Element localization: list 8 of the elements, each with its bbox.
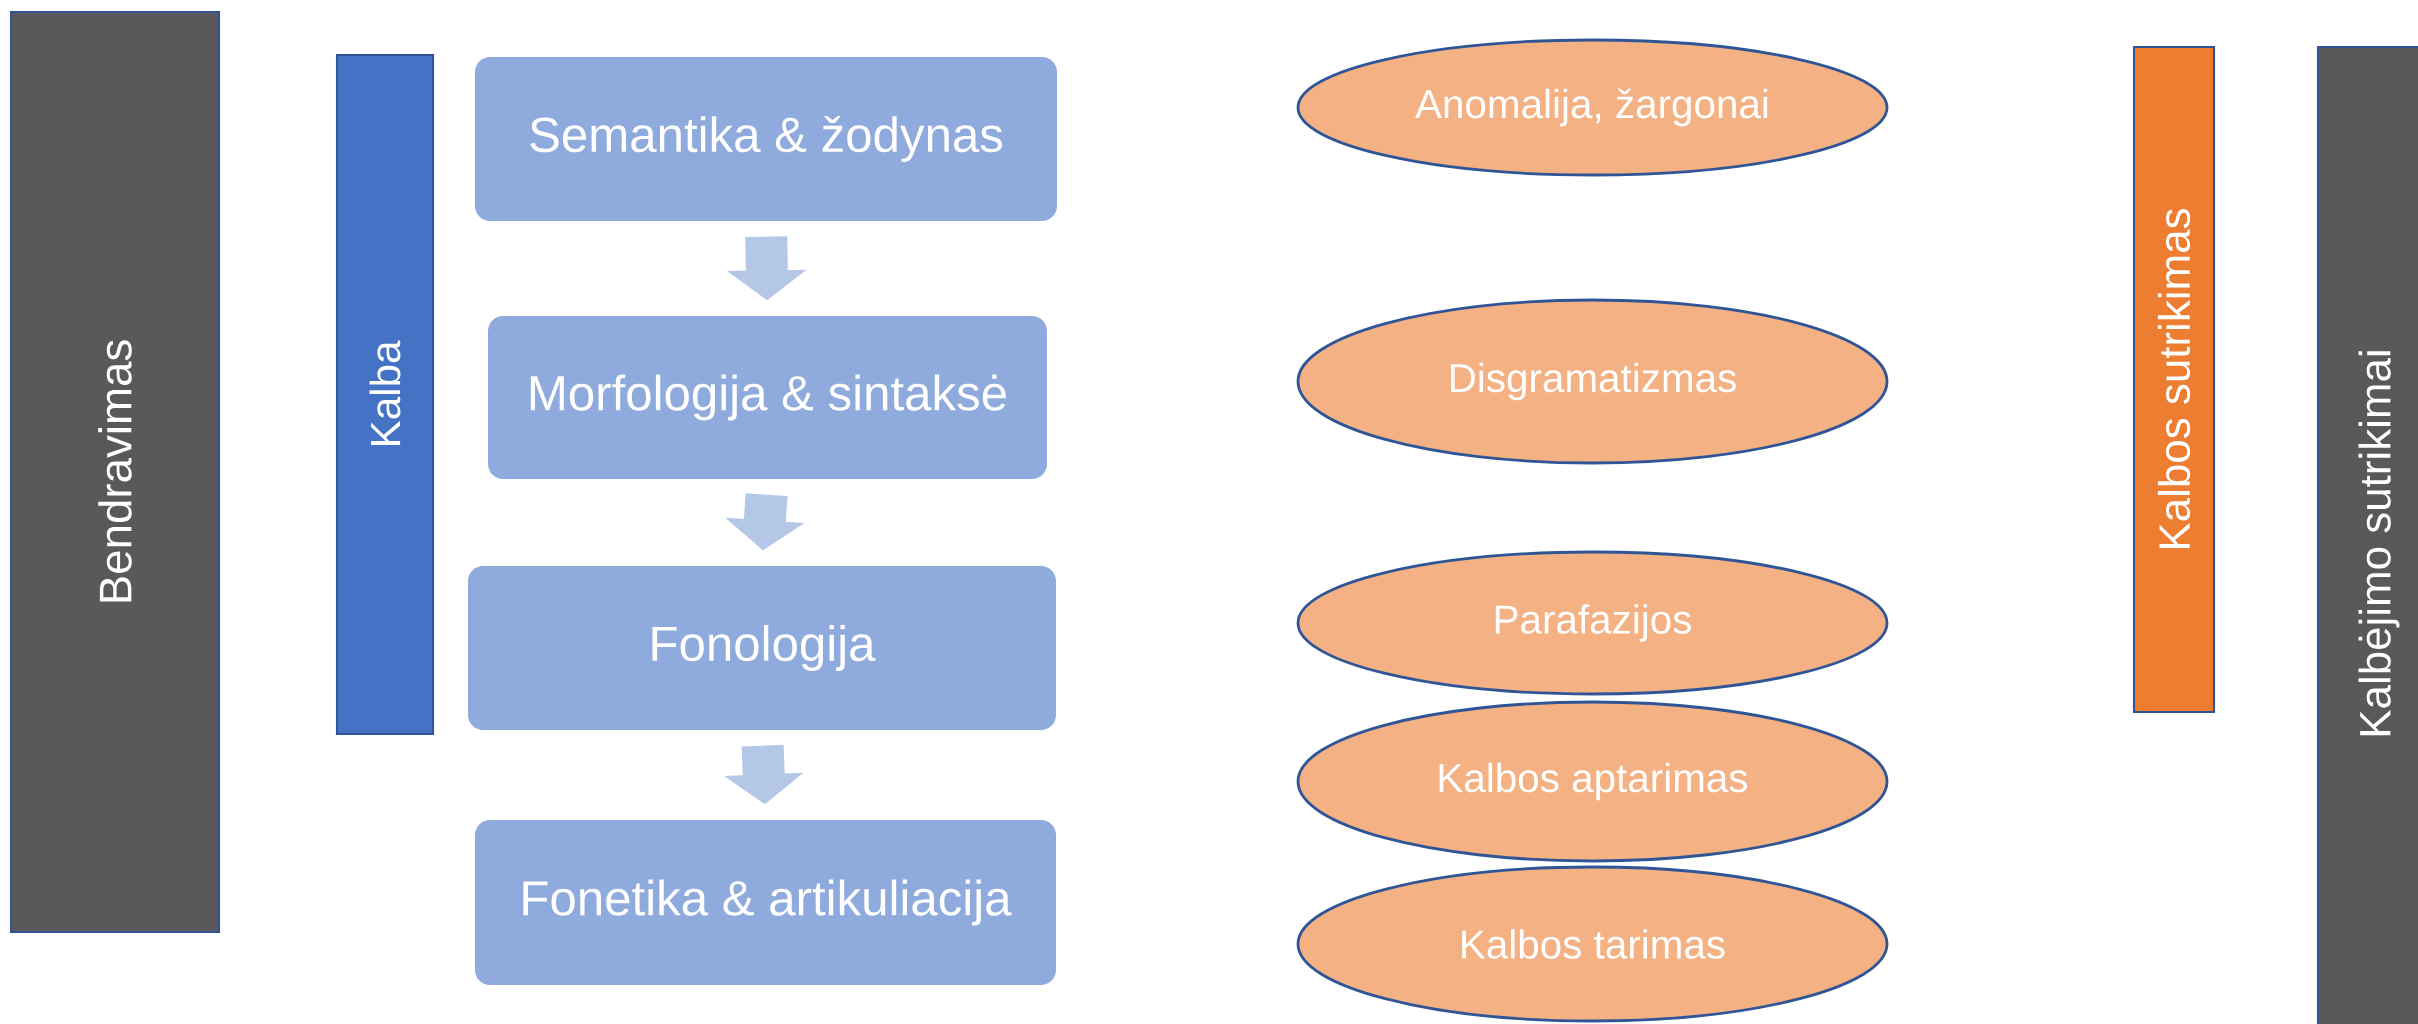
vertical-bar: Bendravimas <box>9 10 221 934</box>
process-box: Fonologija <box>468 566 1056 730</box>
vertical-bar: Kalbos sutrikimas <box>2132 45 2216 714</box>
process-box: Morfologija & sintaksė <box>488 316 1047 479</box>
vertical-bar: Kalba <box>335 53 435 736</box>
vertical-bar: Kalbėjimo sutrikimai <box>2316 45 2418 1024</box>
process-box: Semantika & žodynas <box>475 57 1057 221</box>
process-box: Fonetika & artikuliacija <box>475 820 1056 985</box>
